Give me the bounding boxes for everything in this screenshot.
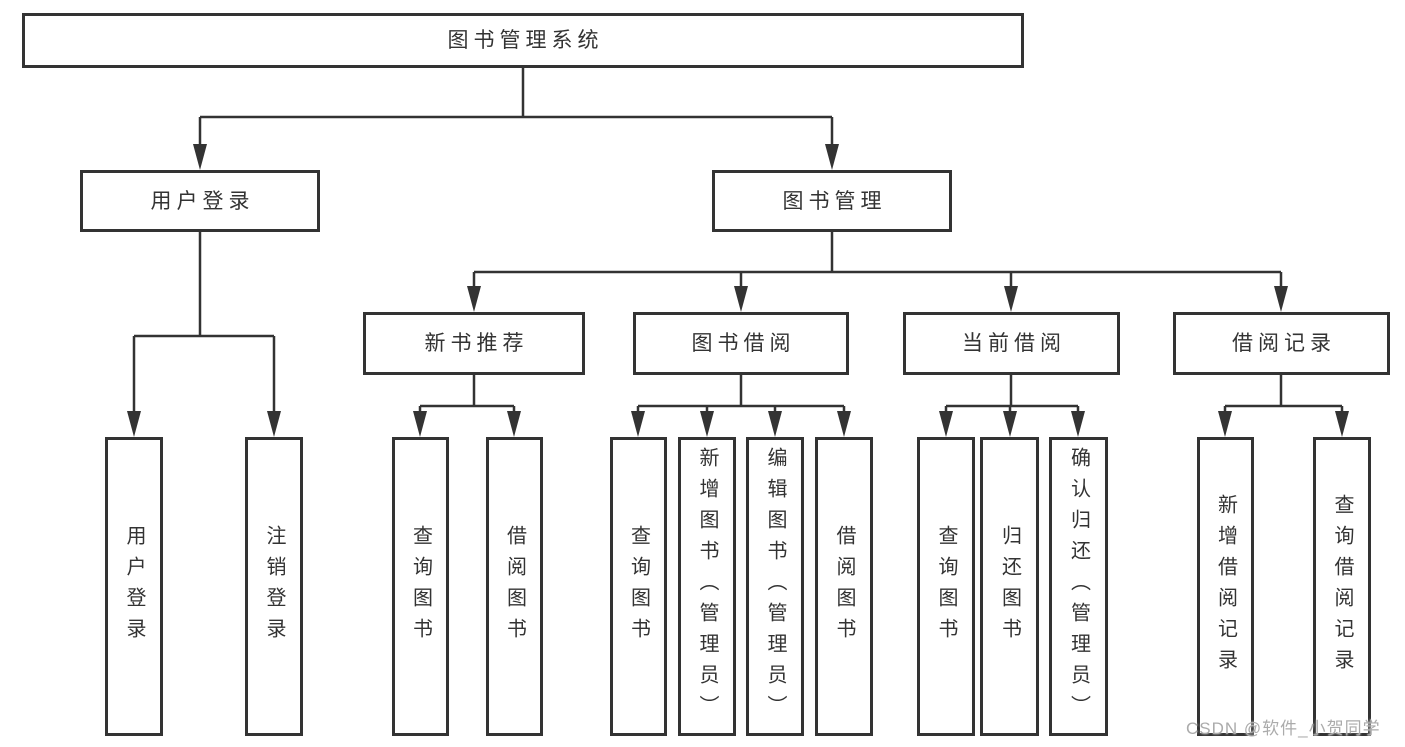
node-root-system: 图书管理系统 (22, 13, 1024, 68)
leaf-borrow-book: 借阅图书 (486, 437, 543, 736)
leaf-query-book: 查询图书 (610, 437, 667, 736)
leaf-query-book: 查询图书 (392, 437, 449, 736)
node-borrow-record: 借阅记录 (1173, 312, 1390, 375)
node-root-label: 图书管理系统 (447, 29, 604, 52)
node-book-borrow-label: 图书借阅 (691, 332, 796, 355)
leaf-confirm-return-admin-label: 确认归还（管理员） (1067, 447, 1090, 726)
node-borrow-record-label: 借阅记录 (1232, 332, 1336, 355)
node-book-borrow: 图书借阅 (633, 312, 849, 375)
leaf-edit-book-admin-label: 编辑图书（管理员） (764, 447, 786, 726)
leaf-add-borrow-record-label: 新增借阅记录 (1214, 493, 1237, 680)
watermark: CSDN @软件_小贺同学 (1186, 719, 1381, 738)
leaf-borrow-book-label: 借阅图书 (503, 524, 526, 649)
leaf-add-book-admin-label: 新增图书（管理员） (696, 447, 718, 726)
node-current-borrow: 当前借阅 (903, 312, 1120, 375)
leaf-borrow-book-label: 借阅图书 (833, 524, 855, 649)
leaf-edit-book-admin: 编辑图书（管理员） (746, 437, 804, 736)
leaf-query-borrow-record-label: 查询借阅记录 (1331, 493, 1353, 680)
node-book-management-label: 图书管理 (782, 189, 887, 213)
leaf-return-book-label: 归还图书 (998, 524, 1021, 649)
node-user-login: 用户登录 (80, 170, 320, 232)
arrowhead-group (127, 144, 1349, 437)
node-user-login-label: 用户登录 (150, 189, 255, 213)
leaf-return-book: 归还图书 (980, 437, 1039, 736)
leaf-confirm-return-admin: 确认归还（管理员） (1049, 437, 1108, 736)
leaf-borrow-book: 借阅图书 (815, 437, 873, 736)
leaf-add-borrow-record: 新增借阅记录 (1197, 437, 1254, 736)
leaf-query-book-label: 查询图书 (627, 524, 650, 649)
node-new-book-recommend: 新书推荐 (363, 312, 585, 375)
node-current-borrow-label: 当前借阅 (962, 332, 1066, 355)
leaf-query-book-label: 查询图书 (935, 524, 957, 649)
leaf-logout-label: 注销登录 (263, 524, 285, 649)
node-book-management: 图书管理 (712, 170, 952, 232)
leaf-user-login-label: 用户登录 (123, 524, 145, 649)
node-new-book-recommend-label: 新书推荐 (424, 332, 529, 355)
leaf-add-book-admin: 新增图书（管理员） (678, 437, 736, 736)
leaf-logout: 注销登录 (245, 437, 303, 736)
leaf-query-book-label: 查询图书 (409, 524, 432, 649)
leaf-query-borrow-record: 查询借阅记录 (1313, 437, 1371, 736)
leaf-user-login: 用户登录 (105, 437, 163, 736)
leaf-query-book: 查询图书 (917, 437, 975, 736)
